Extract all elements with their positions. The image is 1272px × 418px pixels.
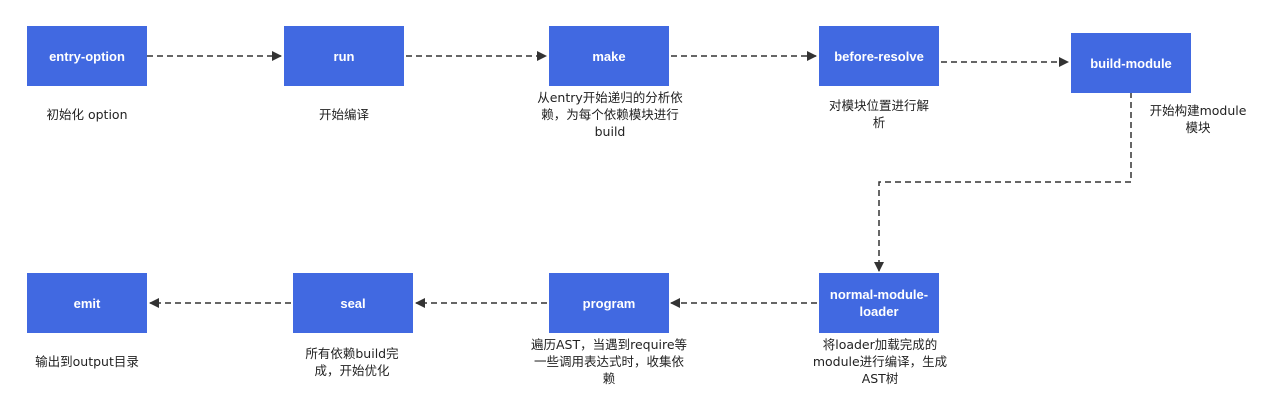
- node-build-module: build-module: [1071, 33, 1191, 93]
- node-emit: emit: [27, 273, 147, 333]
- node-program: program: [549, 273, 669, 333]
- node-make: make: [549, 26, 669, 86]
- edge-build-module-to-normal-module-loader: [874, 92, 1132, 272]
- node-run: run: [284, 26, 404, 86]
- caption-emit: 输出到output目录: [35, 354, 139, 369]
- caption-program: 遍历AST，当遇到require等一些调用表达式时，收集依赖: [530, 337, 688, 386]
- node-seal: seal: [293, 273, 413, 333]
- caption-run: 开始编译: [318, 107, 369, 122]
- node-before-resolve: before-resolve: [819, 26, 939, 86]
- caption-normal-module-loader: 将loader加载完成的module进行编译，生成AST树: [812, 337, 948, 386]
- node-normal-module-loader: normal-module-loader: [819, 273, 939, 333]
- caption-seal: 所有依赖build完成，开始优化: [305, 346, 399, 378]
- caption-before-resolve: 对模块位置进行解析: [829, 98, 930, 130]
- caption-make: 从entry开始递归的分析依赖，为每个依赖模块进行build: [537, 90, 683, 139]
- node-entry-option: entry-option: [27, 26, 147, 86]
- caption-entry-option: 初始化 option: [46, 107, 128, 122]
- caption-build-module: 开始构建module模块: [1149, 103, 1247, 135]
